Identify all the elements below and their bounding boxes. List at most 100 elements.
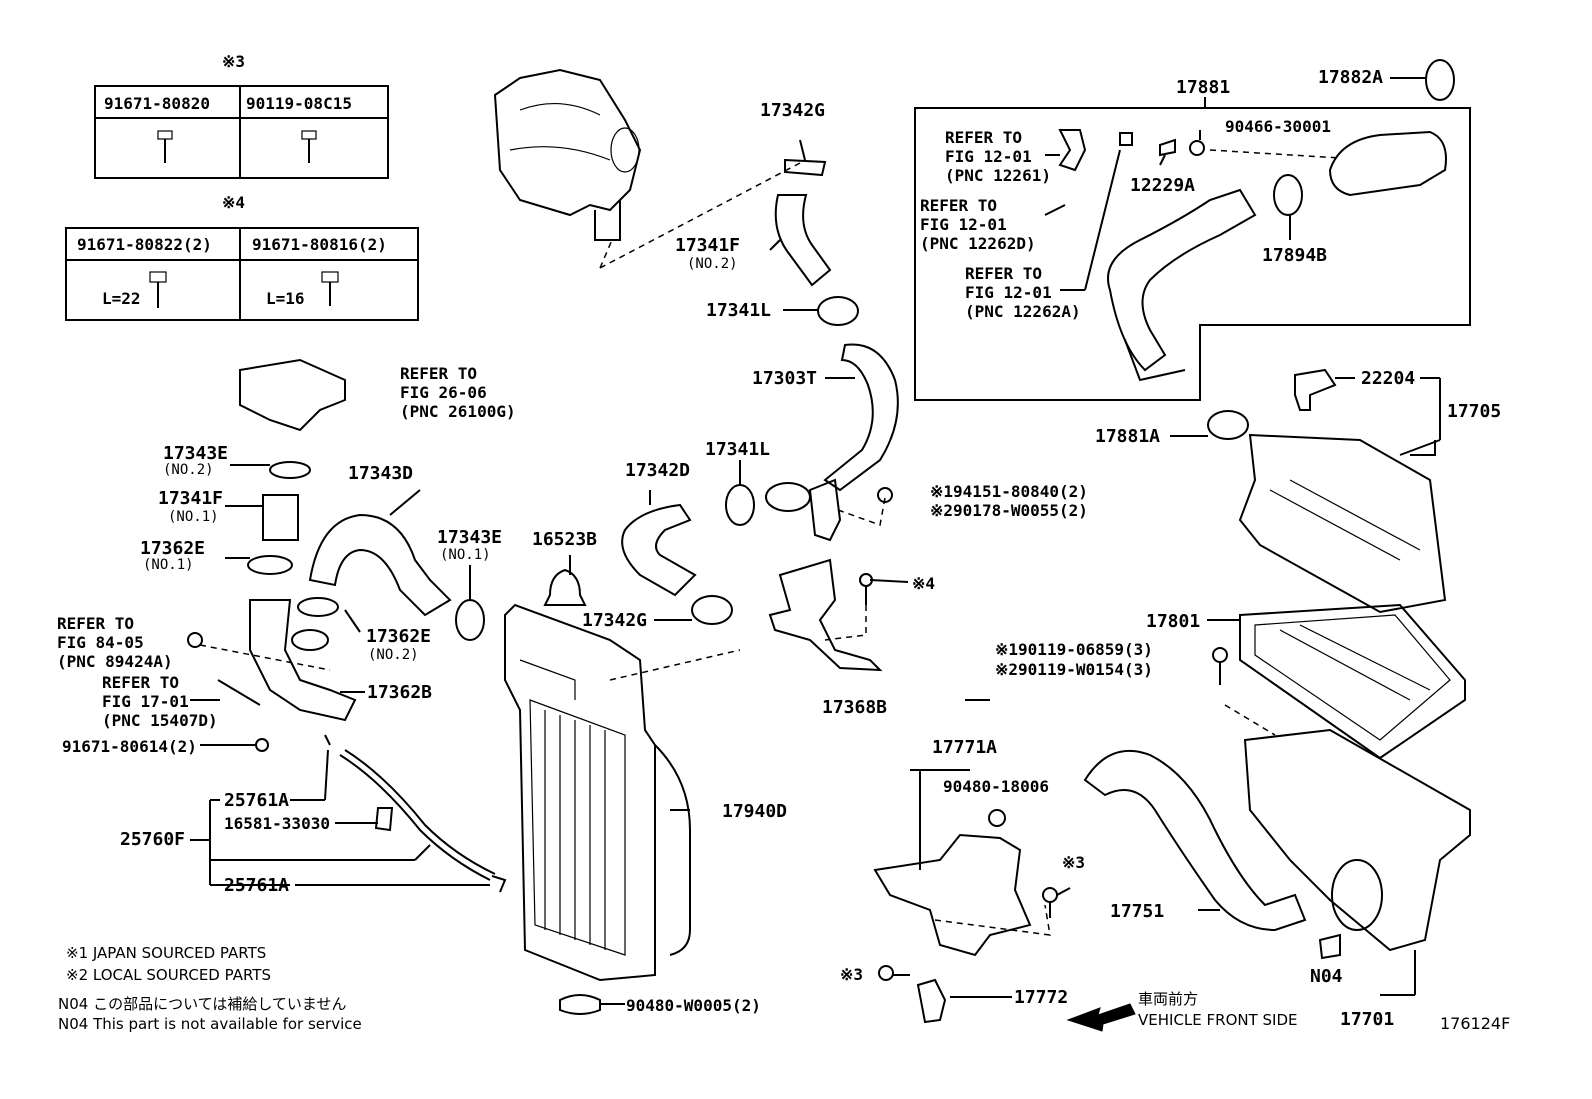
label-17341F-no2-sub: (NO.2) (687, 256, 738, 272)
table3-col1: 91671-80820 (104, 94, 210, 113)
label-16581-33030[interactable]: 16581-33030 (224, 814, 330, 833)
label-17343E-no1[interactable]: 17343E (437, 527, 503, 548)
label-mark-4: ※4 (912, 574, 936, 593)
label-17362E-no2[interactable]: 17362E (366, 626, 432, 647)
pipe-17362B (249, 599, 357, 722)
label-17341L-a[interactable]: 17341L (706, 300, 772, 321)
label-90480-18006[interactable]: 90480-18006 (943, 777, 1049, 796)
hose-17341F-no1 (262, 494, 299, 541)
label-17342D[interactable]: 17342D (625, 460, 691, 481)
bracket-17368B (768, 558, 883, 672)
label-17940D[interactable]: 17940D (722, 801, 788, 822)
front-side-jp: 車両前方 (1138, 990, 1199, 1008)
label-290119-W0154[interactable]: ※290119-W0154(3) (995, 660, 1153, 679)
sensor-22204 (1294, 368, 1337, 411)
hose-17343D (308, 513, 452, 617)
label-25760F[interactable]: 25760F (120, 829, 186, 850)
label-N04[interactable]: N04 (1310, 966, 1343, 987)
intercooler-17940D (504, 603, 691, 982)
bracket-17771A (873, 833, 1032, 957)
label-17341L-b[interactable]: 17341L (705, 439, 771, 460)
table4-col1: 91671-80822(2) (77, 235, 212, 254)
label-17882A[interactable]: 17882A (1318, 67, 1384, 88)
duct-17751 (1083, 749, 1307, 932)
label-17362E-no1-sub: (NO.1) (143, 557, 194, 573)
bolt-table-4 (65, 227, 419, 321)
hose-17341F-no2 (774, 194, 832, 287)
label-194151-80840[interactable]: ※194151-80840(2) (930, 482, 1088, 501)
label-17705[interactable]: 17705 (1447, 401, 1502, 422)
duct-12229A (1328, 130, 1447, 197)
label-16523B[interactable]: 16523B (532, 529, 598, 550)
label-22204[interactable]: 22204 (1361, 368, 1416, 389)
clamp-17342G-b (691, 595, 733, 625)
hose-17342D (621, 503, 697, 597)
front-arrow-icon (1066, 1003, 1136, 1032)
label-17881[interactable]: 17881 (1176, 77, 1231, 98)
note-japan-sourced: ※1 JAPAN SOURCED PARTS (66, 944, 267, 962)
label-17343E-no1-sub: (NO.1) (440, 547, 491, 563)
label-17801[interactable]: 17801 (1146, 611, 1201, 632)
clamp-17341L-b (725, 484, 755, 526)
label-17362E-no1[interactable]: 17362E (140, 538, 206, 559)
note-n04-jp: N04 この部品については補給していません (58, 995, 347, 1013)
label-17894B[interactable]: 17894B (1262, 245, 1328, 266)
label-17343E-no2[interactable]: 17343E (163, 443, 229, 464)
label-mark-3-a: ※3 (1062, 853, 1086, 872)
box-17881 (914, 107, 1471, 401)
label-17701[interactable]: 17701 (1340, 1009, 1395, 1030)
label-290178-W0055[interactable]: ※290178-W0055(2) (930, 501, 1088, 520)
hose-17881 (1107, 188, 1257, 372)
label-17341F-no1-sub: (NO.1) (168, 509, 219, 525)
label-25761A-b[interactable]: 25761A (224, 875, 290, 896)
label-17368B[interactable]: 17368B (822, 697, 888, 718)
label-17772[interactable]: 17772 (1014, 987, 1069, 1008)
leader-turbo (599, 162, 801, 269)
clamp-17343E-b (455, 599, 485, 641)
turbo-housing-art (493, 68, 642, 241)
label-17343D[interactable]: 17343D (348, 463, 414, 484)
figure-code: 176124F (1440, 1014, 1511, 1033)
label-17362E-no2-sub: (NO.2) (368, 647, 419, 663)
label-17303T[interactable]: 17303T (752, 368, 818, 389)
label-17751[interactable]: 17751 (1110, 901, 1165, 922)
label-17362B[interactable]: 17362B (367, 682, 433, 703)
label-91671-80614[interactable]: 91671-80614(2) (62, 737, 197, 756)
case-17701 (1243, 728, 1471, 952)
label-12229A[interactable]: 12229A (1130, 175, 1196, 196)
filter-17801 (1239, 603, 1466, 760)
hose-25760F (339, 754, 491, 881)
label-17341F-no1[interactable]: 17341F (158, 488, 224, 509)
label-17343E-no2-sub: (NO.2) (163, 462, 214, 478)
label-17341F-no2[interactable]: 17341F (675, 235, 741, 256)
bolt-table-3 (94, 85, 389, 179)
clamp-17882A (1425, 59, 1455, 101)
label-25761A-a[interactable]: 25761A (224, 790, 290, 811)
table4-col2: 91671-80816(2) (252, 235, 387, 254)
table4-len1: L=22 (102, 289, 141, 308)
leader-lines (190, 77, 1441, 1005)
label-17342G-b[interactable]: 17342G (582, 610, 648, 631)
plug-16523B (543, 568, 587, 606)
label-mark-3-b: ※3 (840, 965, 864, 984)
note-n04-en: N04 This part is not available for servi… (58, 1015, 362, 1033)
front-side-en: VEHICLE FRONT SIDE (1138, 1011, 1298, 1029)
label-17342G-top[interactable]: 17342G (760, 100, 826, 121)
table4-mark: ※4 (222, 193, 246, 212)
label-190119-06859[interactable]: ※190119-06859(3) (995, 640, 1153, 659)
cap-17705 (1238, 433, 1447, 614)
label-90480-W0005[interactable]: 90480-W0005(2) (626, 996, 761, 1015)
label-90466-30001[interactable]: 90466-30001 (1225, 117, 1331, 136)
table4-len2: L=16 (266, 289, 305, 308)
label-17881A[interactable]: 17881A (1095, 426, 1161, 447)
label-17771A[interactable]: 17771A (932, 737, 998, 758)
housing-26100G-art (239, 358, 346, 432)
note-local-sourced: ※2 LOCAL SOURCED PARTS (66, 966, 271, 984)
table3-col2: 90119-08C15 (246, 94, 352, 113)
